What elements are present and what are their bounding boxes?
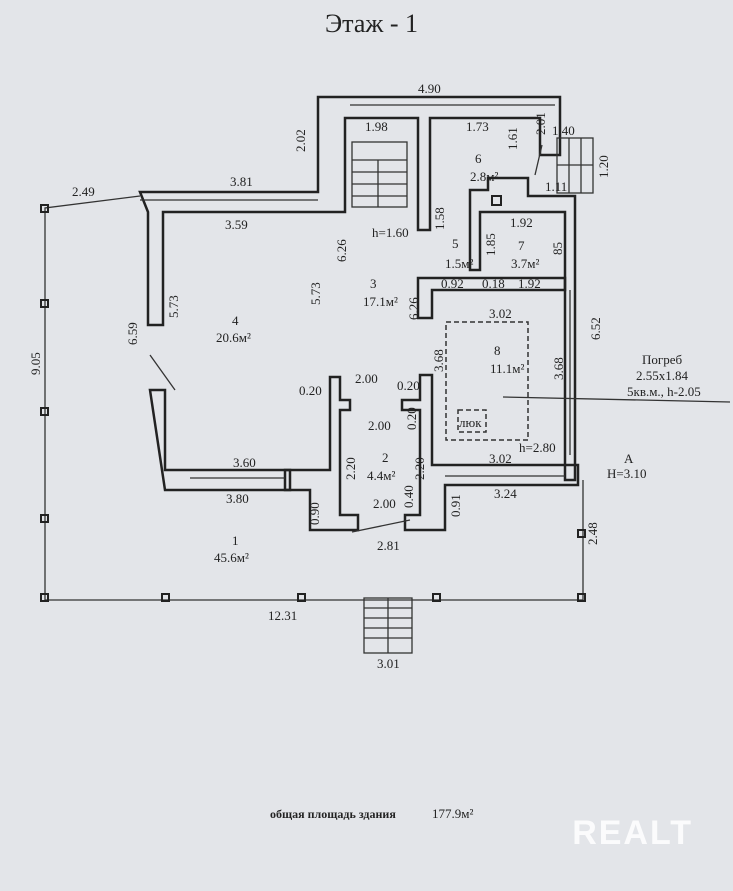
dimension-label: 3.59 xyxy=(225,217,248,232)
walls xyxy=(138,95,580,533)
room-5-area: 1.5м² xyxy=(445,256,473,271)
dimension-label: 2.20 xyxy=(343,457,358,480)
dimension-label: 1.58 xyxy=(432,207,447,230)
dimension-label: 3.60 xyxy=(233,455,256,470)
chimney-icon xyxy=(491,195,502,206)
dimension-label: 1.73 xyxy=(466,119,489,134)
dimension-label: 0.20 xyxy=(404,407,419,430)
room-4-area: 20.6м² xyxy=(216,330,251,345)
dimension-label: 9.05 xyxy=(28,352,43,375)
dimension-label: 3.01 xyxy=(377,656,400,671)
dimension-label: 1.61 xyxy=(505,127,520,150)
cellar-note: Погреб 2.55x1.84 5кв.м., h-2.05 xyxy=(627,352,701,399)
room-7-area: 3.7м² xyxy=(511,256,539,271)
marker-height: H=3.10 xyxy=(607,466,646,481)
dimension-label: 0.20 xyxy=(299,383,322,398)
dimension-label: 12.31 xyxy=(268,608,297,623)
dimension-label: 6.26 xyxy=(334,239,349,262)
entry-stairs-right xyxy=(556,137,594,194)
dimension-label: 6.59 xyxy=(125,322,140,345)
dimension-label: 2.20 xyxy=(412,457,427,480)
dimension-label: 0.20 xyxy=(397,378,420,393)
cellar-leader xyxy=(502,396,731,403)
cellar-outline xyxy=(445,321,529,441)
dimension-label: 2.49 xyxy=(72,184,95,199)
room-7-number: 7 xyxy=(518,238,525,253)
room-2-area: 4.4м² xyxy=(367,468,395,483)
dimension-label: 3.24 xyxy=(494,486,517,501)
dimension-label: 2.00 xyxy=(355,371,378,386)
dimension-label: 0.18 xyxy=(482,276,505,291)
room-5-number: 5 xyxy=(452,236,459,251)
dimension-label: 3.02 xyxy=(489,451,512,466)
dimension-label: 0.40 xyxy=(401,485,416,508)
dimension-label: h=1.60 xyxy=(372,225,409,240)
plan-title: Этаж - 1 xyxy=(325,9,418,38)
room-4-number: 4 xyxy=(232,313,239,328)
dimension-label: 1.85 xyxy=(483,233,498,256)
dimension-label: 2.81 xyxy=(377,538,400,553)
room-6-area: 2.8м² xyxy=(470,169,498,184)
cellar-size: 2.55x1.84 xyxy=(636,368,689,383)
dimension-label: 1.98 xyxy=(365,119,388,134)
dimension-label: 0.90 xyxy=(307,502,322,525)
dimension-label: 2.48 xyxy=(585,522,600,545)
dimension-label: 3.02 xyxy=(489,306,512,321)
dimension-label: 0.91 xyxy=(448,494,463,517)
dimension-label: 4.90 xyxy=(418,81,441,96)
room-3-area: 17.1м² xyxy=(363,294,398,309)
hatch xyxy=(457,409,487,433)
room-1-area: 45.6м² xyxy=(214,550,249,565)
dimension-label: 85 xyxy=(550,242,565,255)
room-1-number: 1 xyxy=(232,533,239,548)
cellar-title: Погреб xyxy=(642,352,682,367)
dimension-label: 1.20 xyxy=(596,155,611,178)
hatch-label: люк xyxy=(459,415,482,430)
room-2-number: 2 xyxy=(382,450,389,465)
cellar-info: 5кв.м., h-2.05 xyxy=(627,384,701,399)
terrace-outline xyxy=(40,195,586,602)
dimension-label: 3.81 xyxy=(230,174,253,189)
watermark-logo: REALT xyxy=(572,814,693,852)
dimension-label: 3.68 xyxy=(431,349,446,372)
entry-stairs-front xyxy=(363,597,413,654)
room-3-number: 3 xyxy=(370,276,377,291)
staircase xyxy=(351,141,408,208)
dimension-label: 5.73 xyxy=(166,295,181,318)
dimension-label: 2.01 xyxy=(533,112,548,135)
room-labels: 1 45.6м² 2 4.4м² 3 17.1м² 4 20.6м² 5 1.5… xyxy=(214,151,539,565)
room-8-number: 8 xyxy=(494,343,501,358)
dimension-label: 6.52 xyxy=(588,317,603,340)
total-area: общая площадь здания 177.9м² xyxy=(270,806,473,821)
dimension-label: 1.92 xyxy=(510,215,533,230)
total-area-value: 177.9м² xyxy=(432,806,473,821)
dimension-label: 1.92 xyxy=(518,276,541,291)
dimension-label: 1.40 xyxy=(552,123,575,138)
dimension-label: 3.68 xyxy=(551,357,566,380)
dimension-label: 1.11 xyxy=(545,179,567,194)
room-6-number: 6 xyxy=(475,151,482,166)
marker-label: А xyxy=(624,451,634,466)
dimension-labels: 4.90 2.02 1.98 1.73 1.61 2.01 1.40 1.20 … xyxy=(28,81,611,671)
dimension-label: 2.02 xyxy=(293,129,308,152)
dimension-label: 5.73 xyxy=(308,282,323,305)
dimension-label: 3.80 xyxy=(226,491,249,506)
dimension-label: 6.26 xyxy=(406,297,421,320)
height-marker: А H=3.10 xyxy=(607,451,646,481)
room-8-area: 11.1м² xyxy=(490,361,524,376)
dimension-label: 0.92 xyxy=(441,276,464,291)
dimension-label: 2.00 xyxy=(368,418,391,433)
dimension-label: h=2.80 xyxy=(519,440,556,455)
total-area-label: общая площадь здания xyxy=(270,807,396,821)
dimension-label: 2.00 xyxy=(373,496,396,511)
